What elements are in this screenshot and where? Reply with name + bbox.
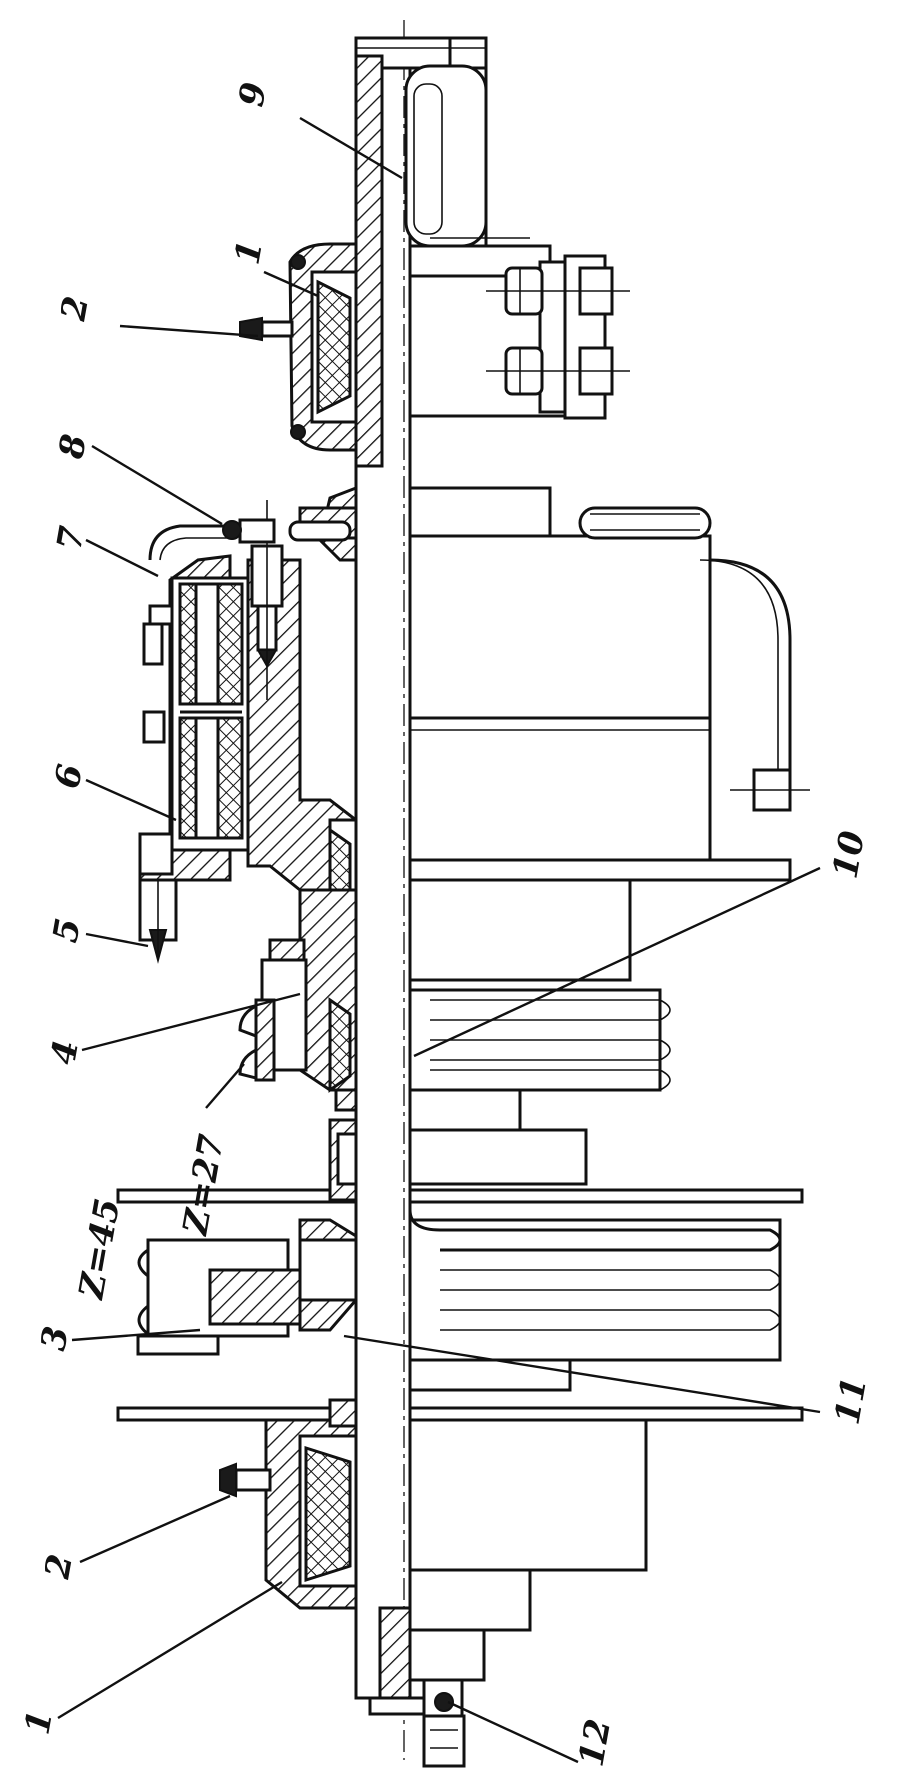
label-5: 5 — [45, 915, 89, 945]
part-8-bolt — [222, 500, 352, 700]
bottom-coupling-12 — [368, 1678, 466, 1768]
label-12: 12 — [571, 1716, 619, 1770]
leader-lines — [57, 116, 821, 1764]
top-bearing-housing — [239, 242, 358, 452]
label-1-bottom: 1 — [17, 1707, 61, 1737]
label-8: 8 — [51, 431, 95, 462]
flange-plate-lower — [116, 1406, 804, 1422]
label-2-bottom: 2 — [37, 1551, 81, 1582]
clutch-body — [138, 524, 358, 892]
label-3: 3 — [33, 1323, 77, 1353]
label-9: 9 — [231, 79, 275, 109]
label-2-top: 2 — [53, 293, 97, 324]
label-7: 7 — [49, 523, 93, 554]
flange-plate-upper — [116, 1118, 804, 1204]
pulley-upper — [408, 988, 671, 1186]
label-6: 6 — [47, 761, 91, 791]
label-10: 10 — [825, 828, 873, 882]
pulley-lower — [408, 1209, 782, 1392]
bottom-bearing-housing — [219, 1398, 648, 1700]
label-11: 11 — [827, 1374, 875, 1428]
label-z27: Z=27 — [175, 1131, 232, 1239]
gear-z45 — [136, 1218, 358, 1356]
right-frame — [408, 486, 810, 982]
gear-z27 — [238, 998, 276, 1082]
label-4: 4 — [43, 1037, 87, 1067]
label-z45: Z=45 — [71, 1196, 128, 1304]
top-bolt-flange — [486, 254, 630, 420]
label-1-top: 1 — [227, 237, 271, 267]
middle-bearing — [138, 818, 358, 1112]
